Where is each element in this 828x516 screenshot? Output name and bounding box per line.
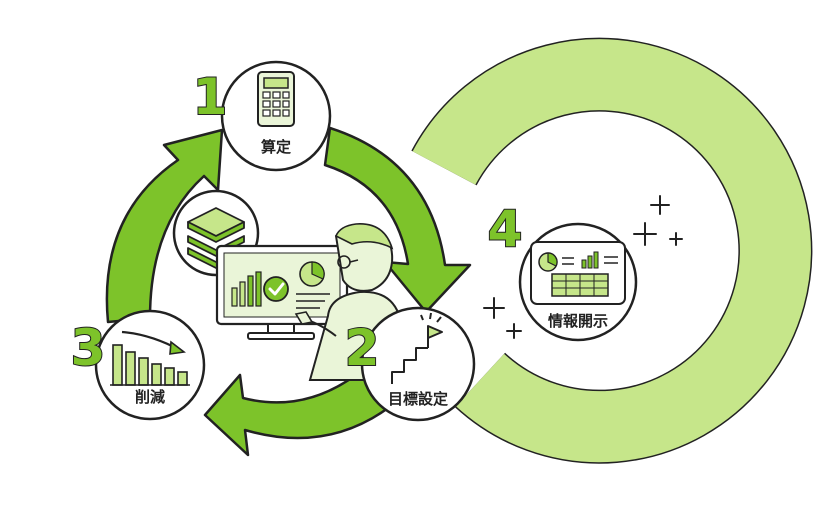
stairs-flag-icon xyxy=(391,312,443,384)
monitor-dashboard-icon xyxy=(215,244,349,340)
step-1-label: 算定 xyxy=(261,138,291,156)
step-2-number: 2 xyxy=(345,319,380,377)
step-3-number: 3 xyxy=(71,319,106,377)
disclosure-ring xyxy=(411,37,813,464)
step-4-label: 情報開示 xyxy=(548,312,608,330)
sparkle-icons xyxy=(483,195,683,339)
step-3: 削減 3 xyxy=(70,309,206,421)
cycle-arrow-2-to-3 xyxy=(203,370,398,457)
step-1-number: 1 xyxy=(193,68,228,126)
declining-bar-chart-icon xyxy=(110,330,190,386)
step-2-label: 目標設定 xyxy=(388,390,448,408)
step-4: 情報開示 4 xyxy=(487,199,638,342)
step-1: 算定 1 xyxy=(192,60,332,172)
cycle-arrow-3-to-1 xyxy=(105,128,224,324)
calculator-icon xyxy=(257,71,295,127)
center-illustration xyxy=(172,189,406,381)
cycle-arrow-1-to-2 xyxy=(323,126,472,314)
step-4-number: 4 xyxy=(488,200,523,258)
step-2: 目標設定 2 xyxy=(344,306,476,422)
report-dashboard-icon xyxy=(530,241,626,305)
step-3-label: 削減 xyxy=(135,388,165,406)
